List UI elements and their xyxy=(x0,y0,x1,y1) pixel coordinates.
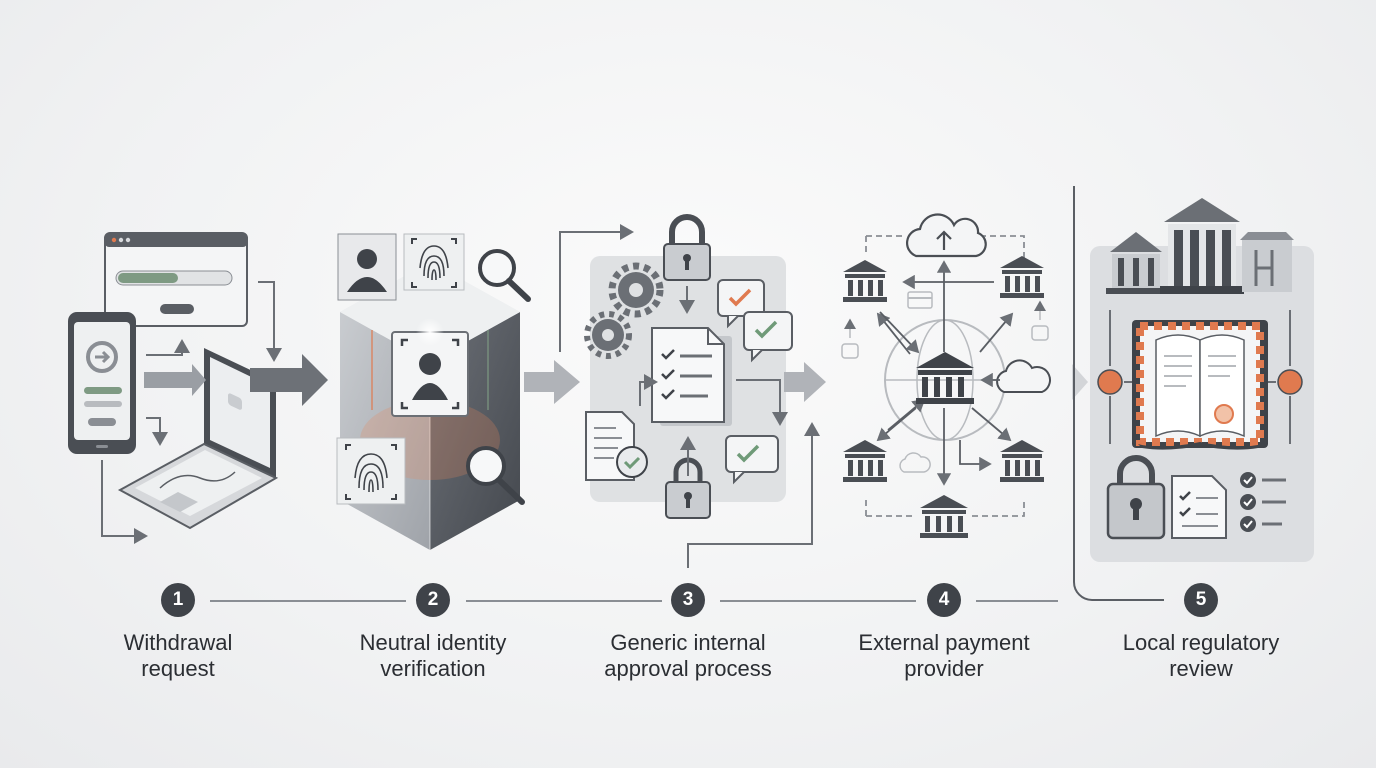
document-check-icon xyxy=(585,411,648,481)
step-label-line: request xyxy=(141,656,215,681)
flow-arrow-1-2 xyxy=(250,354,328,406)
bank-icon xyxy=(843,440,887,482)
step-label-line: provider xyxy=(904,656,984,681)
browser-window-icon xyxy=(104,232,248,327)
courthouse-icon xyxy=(1160,198,1244,294)
courthouse-icon xyxy=(1240,232,1294,292)
status-dot xyxy=(1097,369,1123,395)
step-label-line: Generic internal xyxy=(610,630,766,655)
timeline-connector xyxy=(466,600,662,602)
step-label-line: approval process xyxy=(604,656,772,681)
stage-2-illustration xyxy=(336,233,531,550)
step-label-line: Local regulatory xyxy=(1122,630,1280,655)
book-icon xyxy=(1132,320,1268,450)
chat-check-icon xyxy=(717,279,765,329)
chat-check-icon xyxy=(743,311,793,363)
stage-1-illustration xyxy=(68,232,282,544)
timeline-connector xyxy=(720,600,916,602)
step-number-5: 5 xyxy=(1184,583,1218,617)
cloud-icon xyxy=(906,213,987,258)
status-dot xyxy=(1277,369,1303,395)
card-icon xyxy=(907,291,933,309)
bank-icon xyxy=(916,352,974,404)
divider-line xyxy=(1073,186,1164,601)
step-label-2: Neutral identity verification xyxy=(303,630,563,682)
stage-5-illustration xyxy=(1090,198,1314,562)
bank-icon xyxy=(1000,440,1044,482)
step-label-5: Local regulatory review xyxy=(1071,630,1331,682)
cloud-icon xyxy=(996,359,1051,393)
magnifier-icon xyxy=(478,249,531,302)
step-label-line: review xyxy=(1169,656,1233,681)
fingerprint-icon xyxy=(403,233,465,291)
document-checklist-icon xyxy=(651,327,732,426)
step-label-1: Withdrawal request xyxy=(48,630,308,682)
portrait-icon xyxy=(337,233,397,301)
flow-arrow-2-3 xyxy=(524,360,580,404)
step-label-4: External payment provider xyxy=(814,630,1074,682)
flow-arrow-4-5 xyxy=(1072,364,1088,400)
step-label-line: verification xyxy=(380,656,486,681)
step-number-1: 1 xyxy=(161,583,195,617)
step-number-3: 3 xyxy=(671,583,705,617)
step-label-line: External payment xyxy=(858,630,1030,655)
chat-check-icon xyxy=(725,435,779,485)
fingerprint-icon xyxy=(336,437,406,505)
gear-icon xyxy=(584,311,632,359)
smartphone-icon xyxy=(68,312,136,454)
bank-icon xyxy=(843,260,887,302)
padlock-icon xyxy=(663,214,711,281)
courthouse-icon xyxy=(1106,232,1166,294)
step-number-4: 4 xyxy=(927,583,961,617)
timeline-connector xyxy=(210,600,406,602)
checklist-icon xyxy=(1171,472,1286,539)
bank-icon xyxy=(1000,256,1044,298)
face-scan-icon xyxy=(391,318,469,417)
stage-3-illustration xyxy=(559,214,826,568)
padlock-icon xyxy=(1106,455,1166,540)
bank-icon xyxy=(920,495,968,538)
step-label-line: Neutral identity xyxy=(359,630,507,655)
magnifier-icon xyxy=(466,446,525,505)
stage-4-illustration xyxy=(841,213,1051,538)
step-number-2: 2 xyxy=(416,583,450,617)
step-label-3: Generic internal approval process xyxy=(558,630,818,682)
step-label-line: Withdrawal xyxy=(123,630,233,655)
gear-icon xyxy=(608,262,664,318)
timeline-connector xyxy=(976,600,1058,602)
